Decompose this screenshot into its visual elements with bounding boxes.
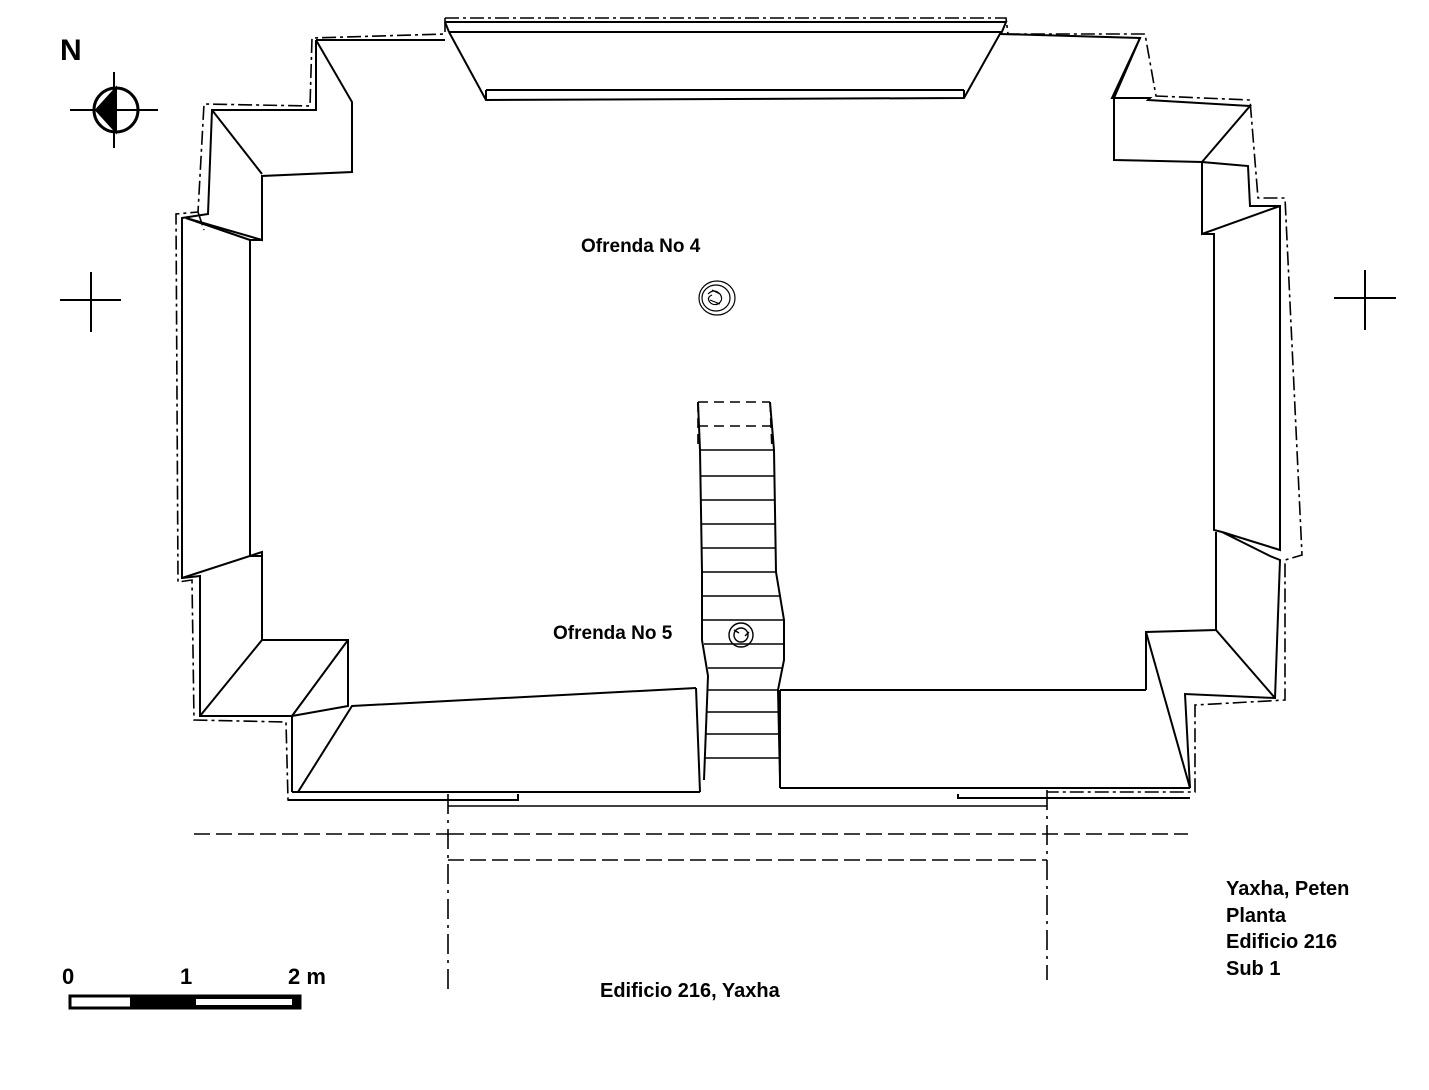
offering-5-marker-icon xyxy=(728,622,754,648)
scale-bar xyxy=(68,994,302,1010)
central-stairway xyxy=(698,402,784,780)
right-survey-marker-icon xyxy=(1334,270,1396,330)
scale-tick-0: 0 xyxy=(62,964,75,989)
outer-outline xyxy=(176,18,1302,800)
info-line-view: Planta xyxy=(1226,904,1287,927)
offering-4-marker-icon xyxy=(698,280,736,316)
info-line-site: Yaxha, Peten xyxy=(1226,878,1350,900)
info-block: Yaxha, Peten Planta Edificio 216 Sub 1 xyxy=(1226,876,1349,982)
north-label: N xyxy=(60,34,82,67)
terrace-outline xyxy=(182,22,1280,800)
offering-4-label: Ofrenda No 4 xyxy=(581,236,701,257)
left-survey-marker-icon xyxy=(60,272,121,332)
drawing-caption: Edificio 216, Yaxha xyxy=(600,980,780,1002)
info-line-sub: Sub 1 xyxy=(1226,957,1281,980)
lower-substructure xyxy=(194,790,1188,992)
scale-tick-2m: 2 m xyxy=(288,964,326,989)
info-line-building: Edificio 216 xyxy=(1226,931,1338,953)
north-arrow-icon xyxy=(70,72,158,148)
scale-tick-1: 1 xyxy=(180,964,193,989)
offering-5-label: Ofrenda No 5 xyxy=(553,623,673,644)
